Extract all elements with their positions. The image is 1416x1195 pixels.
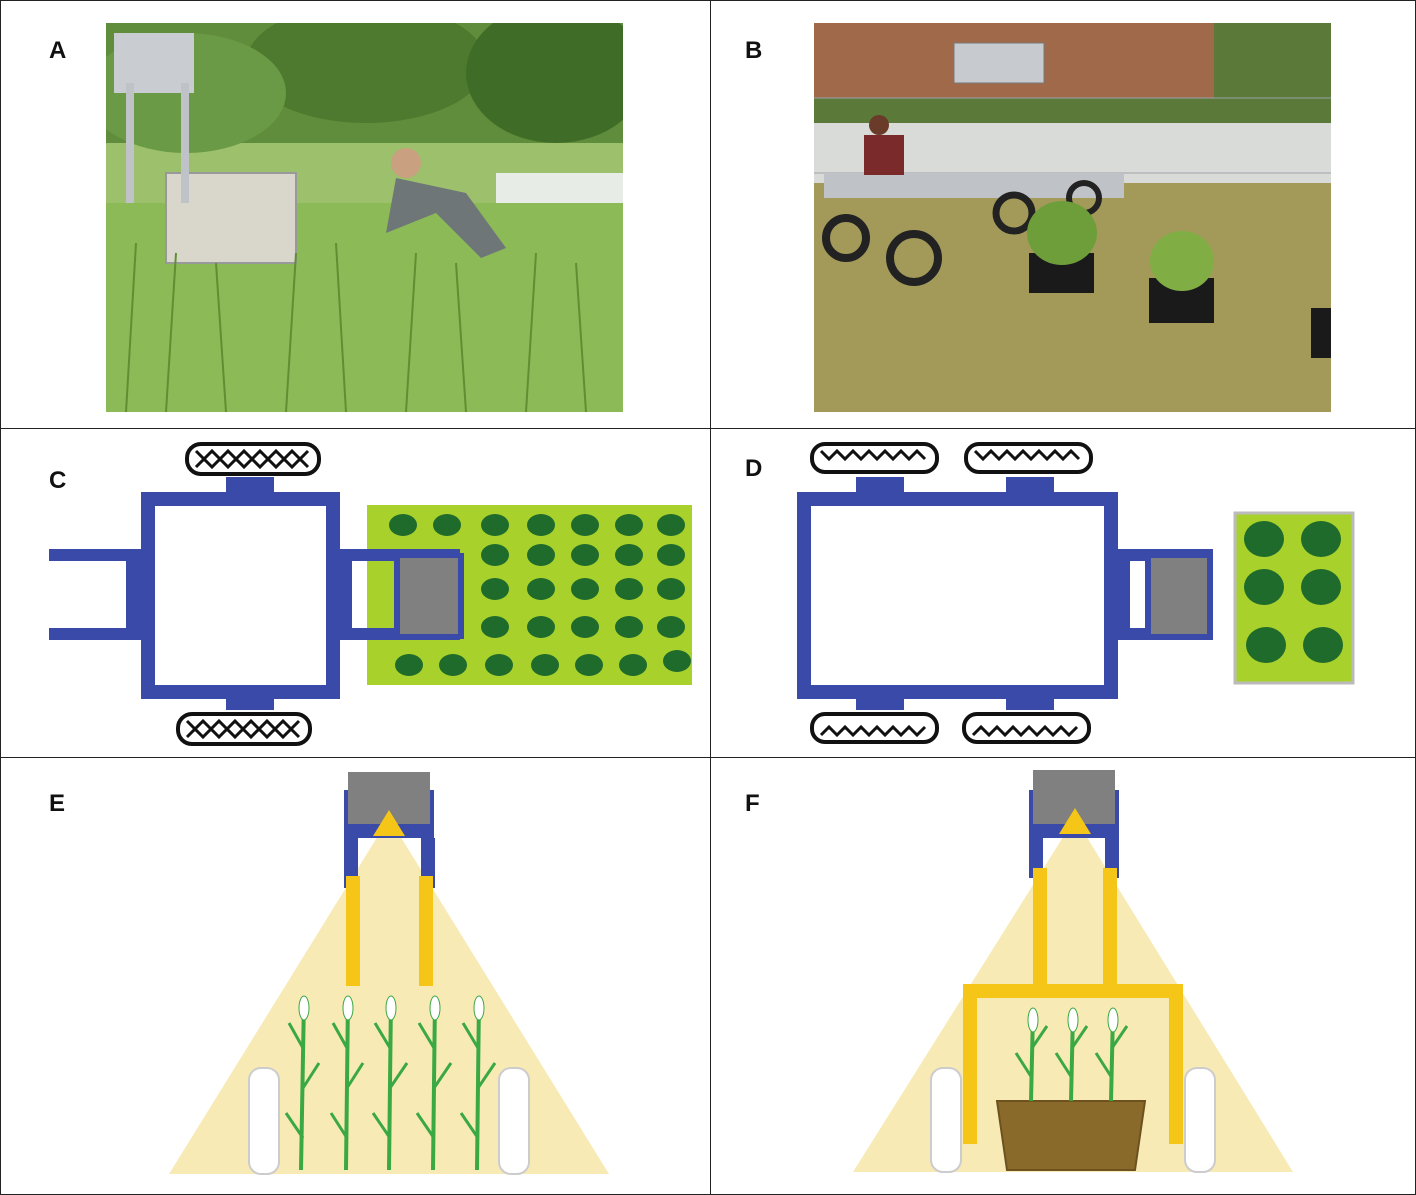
panel-a: A (0, 0, 712, 430)
panel-b: B (710, 0, 1416, 430)
panel-label-b: B (745, 37, 763, 64)
wheels-side (248, 1067, 530, 1175)
rover-frame-long (797, 492, 1118, 699)
photo-b-illustration (814, 23, 1331, 412)
wheat-plants (299, 997, 481, 1171)
panel-label-c: C (49, 467, 67, 494)
panel-label-f: F (745, 790, 760, 817)
panel-c: C (0, 428, 712, 759)
tow-bar-bottom (49, 628, 144, 640)
panel-label-a: A (49, 37, 67, 64)
wheel-bottom (176, 712, 312, 746)
field-phenotyping-photo (106, 23, 623, 412)
panel-label-e: E (49, 790, 66, 817)
greenhouse-rover-side-view (853, 770, 1293, 1173)
sensor-box (400, 558, 458, 634)
top-axle (226, 477, 274, 499)
greenhouse-rover-top-view (797, 442, 1355, 744)
panel-f: F (710, 757, 1416, 1195)
field-rover-top-view (49, 442, 692, 746)
panel-d: D (710, 428, 1416, 759)
rover-frame (141, 492, 340, 699)
yellow-crossbar (963, 984, 1183, 998)
panel-e: E (0, 757, 712, 1195)
sensor-box (1151, 558, 1207, 634)
bottom-axle (226, 692, 274, 710)
greenhouse-phenotyping-photo (814, 23, 1331, 412)
photo-a-illustration (106, 23, 623, 412)
plant-grid (389, 514, 691, 676)
plant-pot (995, 1100, 1147, 1171)
panel-label-d: D (745, 455, 763, 482)
wheel-top (185, 442, 321, 476)
field-rover-side-view (169, 772, 609, 1175)
tow-bar-top (49, 549, 144, 561)
